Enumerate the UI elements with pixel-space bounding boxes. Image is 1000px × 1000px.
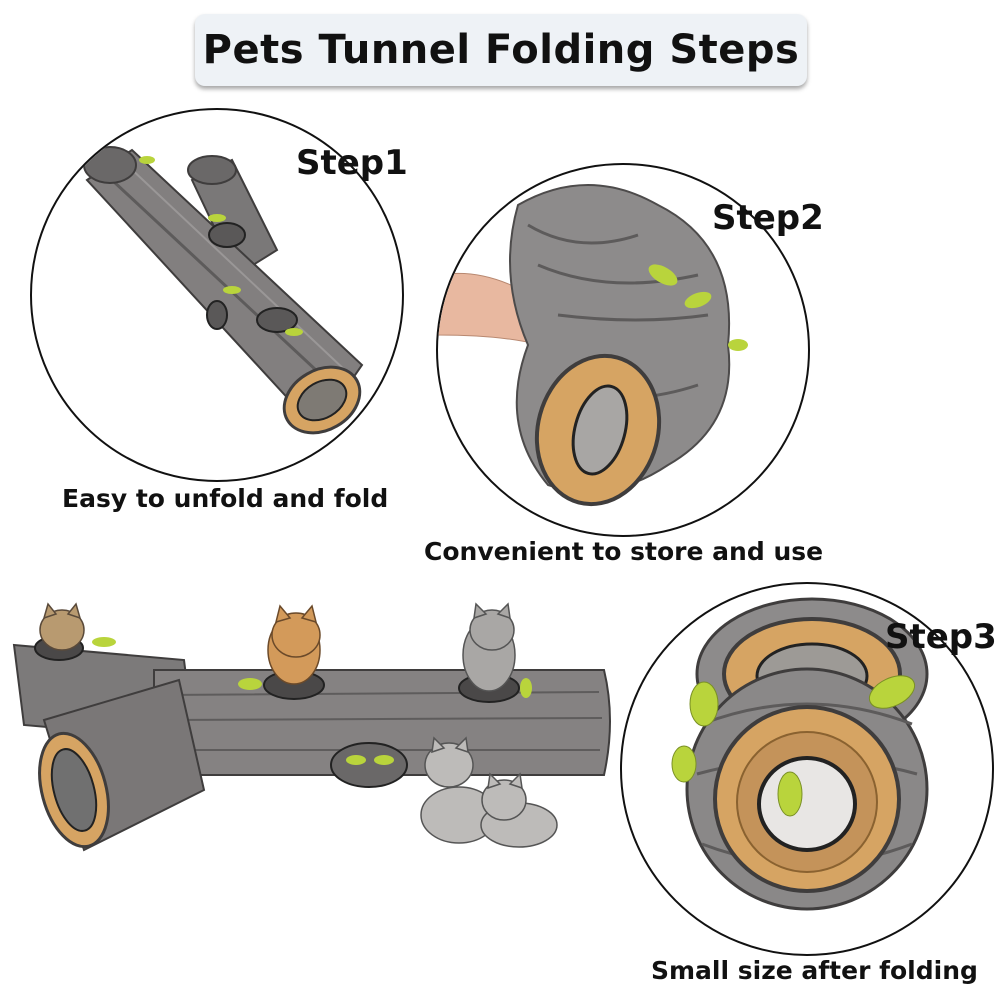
step3-label: Step3 — [885, 617, 997, 657]
step2-caption: Convenient to store and use — [424, 537, 824, 566]
title-banner: Pets Tunnel Folding Steps — [195, 14, 807, 86]
unfolded-log-tunnel-image — [83, 146, 364, 435]
step1-circle — [30, 108, 404, 482]
step1-label: Step1 — [296, 143, 408, 183]
step2-circle — [436, 163, 810, 537]
step3-circle — [620, 582, 994, 956]
folded-tunnel-image — [671, 597, 929, 911]
step3-caption: Small size after folding — [651, 956, 978, 985]
folding-tunnel-image — [438, 184, 748, 507]
step1-caption: Easy to unfold and fold — [62, 484, 389, 513]
page-title: Pets Tunnel Folding Steps — [202, 27, 800, 73]
tunnel-with-cats-image — [12, 602, 611, 852]
cat-center — [267, 604, 321, 685]
kittens — [420, 736, 558, 848]
cat-left — [39, 602, 85, 651]
step2-label: Step2 — [712, 198, 824, 238]
cat-right — [462, 602, 516, 692]
